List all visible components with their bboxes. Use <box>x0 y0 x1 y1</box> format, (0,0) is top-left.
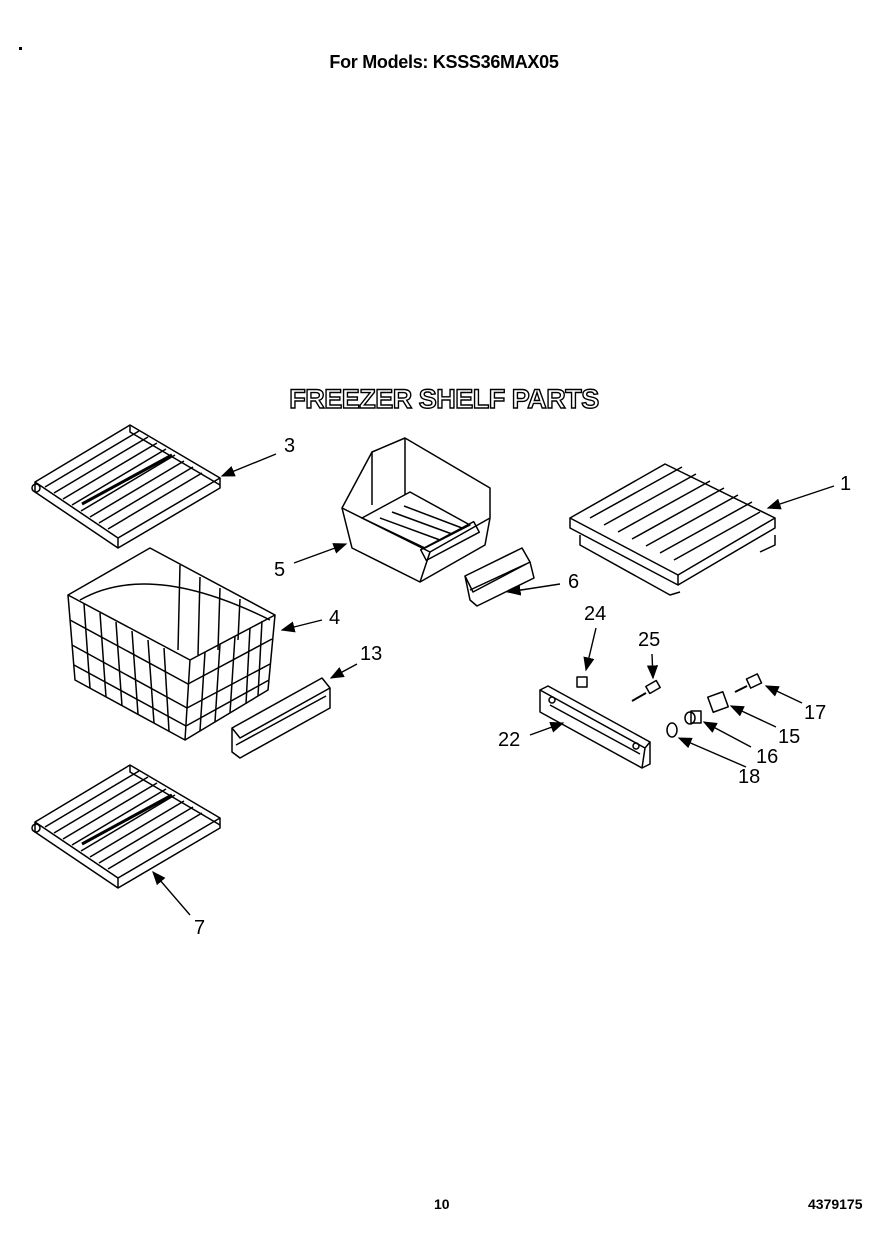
callout-4: 4 <box>329 607 340 629</box>
callout-6: 6 <box>568 571 579 593</box>
model-header: For Models: KSSS36MAX05 <box>329 52 559 72</box>
page-number: 10 <box>434 1196 450 1212</box>
roller-part <box>706 690 730 714</box>
wire-shelf-upper <box>31 424 221 549</box>
freezer-bin <box>341 437 491 583</box>
basket-rail <box>231 677 331 759</box>
callout-15: 15 <box>778 726 800 748</box>
corner-dot <box>19 47 22 50</box>
leader-lines <box>152 453 835 916</box>
screw-part <box>631 679 661 702</box>
callout-16: 16 <box>756 746 778 768</box>
callout-24: 24 <box>584 603 606 625</box>
callout-22: 22 <box>498 729 520 751</box>
callout-13: 13 <box>360 643 382 665</box>
bolt-part <box>734 673 763 693</box>
callout-17: 17 <box>804 702 826 724</box>
callout-3: 3 <box>284 435 295 457</box>
wire-shelf-lower <box>31 764 221 889</box>
slide-rail <box>539 685 651 769</box>
callout-7: 7 <box>194 917 205 939</box>
wire-basket <box>67 547 276 741</box>
bin-rail <box>464 547 535 607</box>
callout-1: 1 <box>840 473 851 495</box>
bushing-part <box>684 710 702 725</box>
diagram-title: FREEZER SHELF PARTS <box>289 383 600 414</box>
document-number: 4379175 <box>808 1196 863 1212</box>
callout-18: 18 <box>738 766 760 788</box>
clip-part <box>576 676 588 688</box>
glass-shelf <box>569 463 776 596</box>
callout-25: 25 <box>638 629 660 651</box>
callout-5: 5 <box>274 559 285 581</box>
washer-part <box>666 722 678 738</box>
